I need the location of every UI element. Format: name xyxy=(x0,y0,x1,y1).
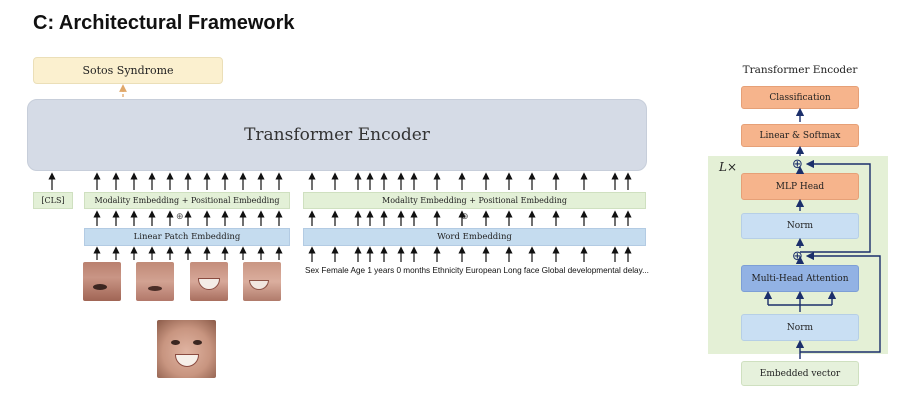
image-add-symbol: ⊕ xyxy=(176,212,184,222)
transformer-encoder-block: Transformer Encoder xyxy=(27,99,647,171)
image-patch-eye-left xyxy=(83,262,121,301)
repeat-count-label: L× xyxy=(719,160,738,174)
panel-title: C: Architectural Framework xyxy=(33,12,295,34)
eye-mark xyxy=(93,284,107,290)
encoder-detail-title: Transformer Encoder xyxy=(742,64,858,76)
residual-add-top: ⊕ xyxy=(792,157,803,172)
residual-skip-bottom xyxy=(800,251,881,353)
image-patch-eye-right xyxy=(136,262,174,301)
image-patch-chin xyxy=(243,262,281,301)
eye-mark xyxy=(171,340,180,345)
face-image xyxy=(157,320,216,378)
eye-mark xyxy=(148,286,162,291)
cls-token-box: [CLS] xyxy=(33,192,73,209)
embedded-vector-box: Embedded vector xyxy=(741,361,859,386)
output-label-box: Sotos Syndrome xyxy=(33,57,223,84)
norm-bottom-box: Norm xyxy=(741,314,859,341)
word-embedding: Word Embedding xyxy=(303,228,646,246)
image-patch-mouth xyxy=(190,262,228,301)
multi-head-attention-box: Multi-Head Attention xyxy=(741,265,859,292)
eye-mark xyxy=(193,340,202,345)
text-modality-embedding: Modality Embedding + Positional Embeddin… xyxy=(303,192,646,209)
image-modality-embedding: Modality Embedding + Positional Embeddin… xyxy=(84,192,290,209)
residual-skip-top xyxy=(800,159,871,253)
token-text: Sex Female Age 1 years 0 months Ethnicit… xyxy=(305,266,649,275)
linear-patch-embedding: Linear Patch Embedding xyxy=(84,228,290,246)
